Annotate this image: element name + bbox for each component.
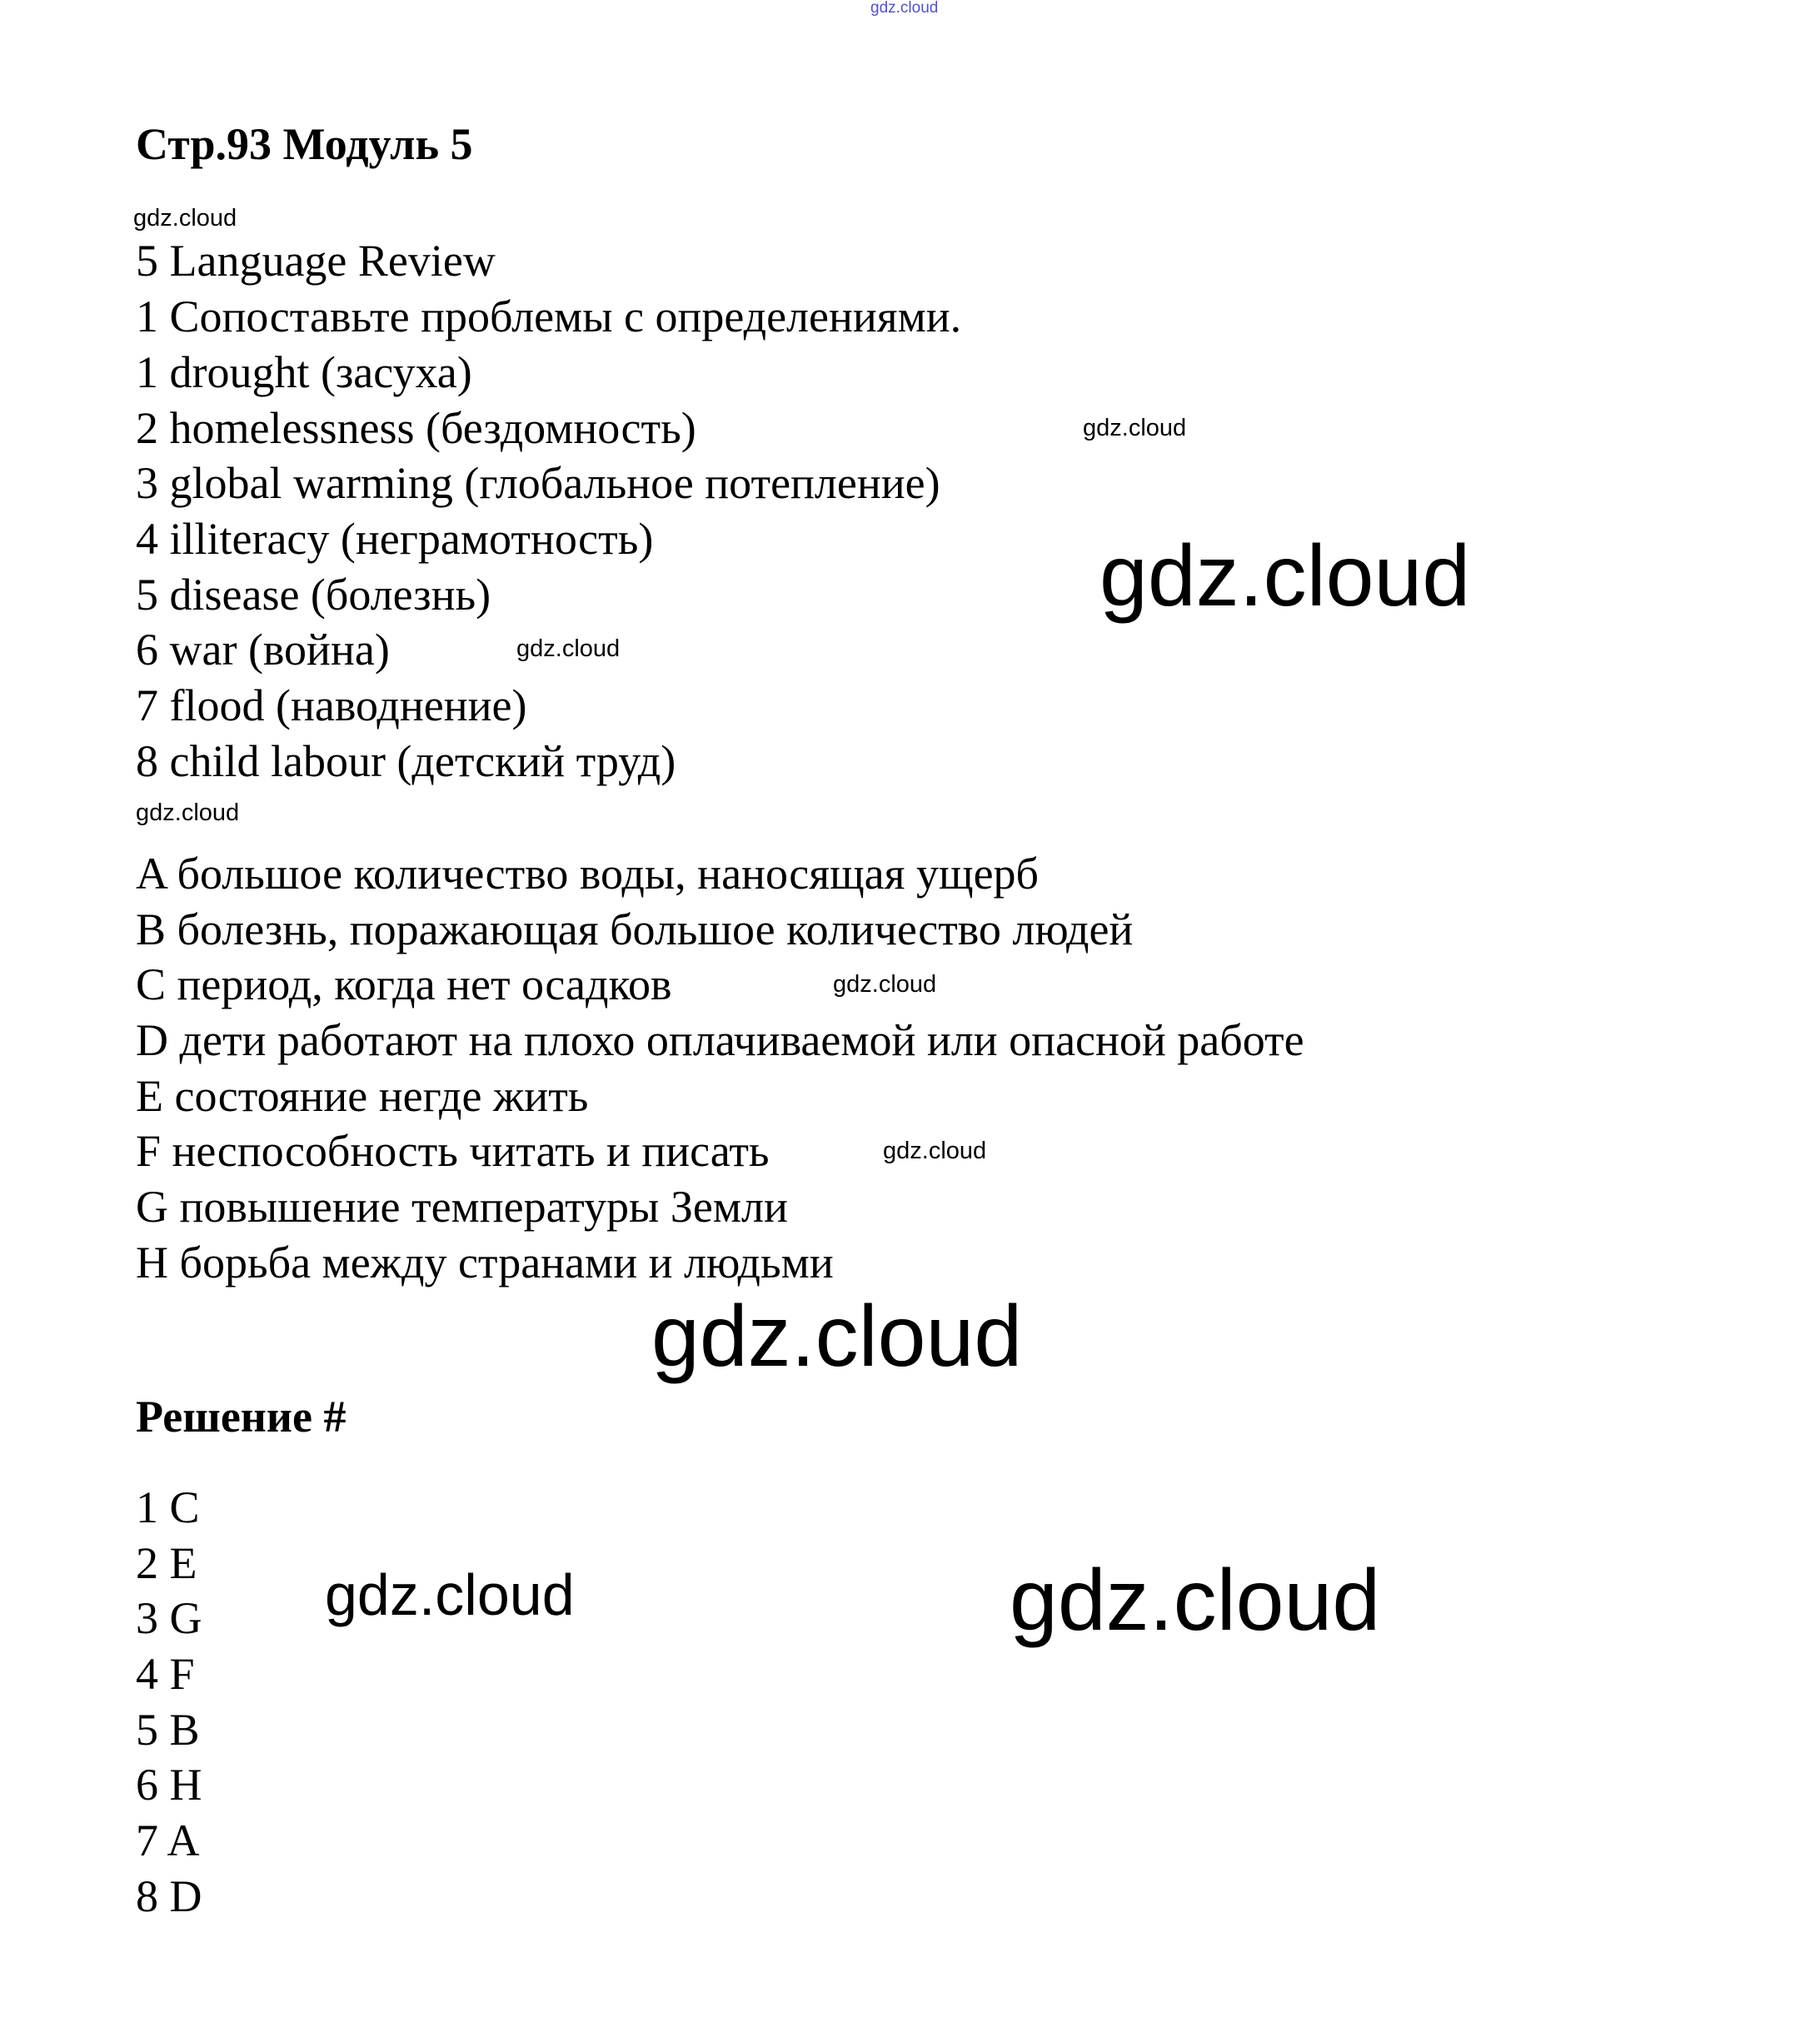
answer-item: 5 B — [136, 1705, 200, 1755]
watermark: gdz.cloud — [136, 799, 240, 826]
list-item: 7 flood (наводнение) — [136, 680, 527, 730]
watermark-medium: gdz.cloud — [325, 1562, 575, 1627]
list-item: 4 illiteracy (неграмотность) — [136, 514, 654, 564]
answer-item: 8 D — [136, 1871, 202, 1921]
watermark: gdz.cloud — [833, 971, 937, 998]
answer-item: 2 E — [136, 1538, 197, 1588]
list-item: C период, когда нет осадков — [136, 959, 672, 1009]
list-item: H борьба между странами и людьми — [136, 1238, 834, 1287]
list-item: 2 homelessness (бездомность) — [136, 403, 696, 453]
answer-item: 1 C — [136, 1482, 200, 1532]
list-item: A большое количество воды, наносящая уще… — [136, 849, 1040, 899]
section-title: 5 Language Review — [136, 236, 496, 286]
watermark-large: gdz.cloud — [1099, 528, 1471, 625]
watermark: gdz.cloud — [133, 205, 237, 232]
watermark: gdz.cloud — [883, 1138, 987, 1164]
answer-item: 6 H — [136, 1760, 202, 1810]
list-item: 6 war (война) — [136, 625, 390, 675]
solution-title: Решение # — [136, 1392, 347, 1442]
list-item: 8 child labour (детский труд) — [136, 736, 676, 786]
list-item: E состояние негде жить — [136, 1071, 589, 1121]
answer-item: 7 A — [136, 1815, 200, 1865]
page-title: Стр.93 Модуль 5 — [136, 119, 473, 169]
list-item: D дети работают на плохо оплачиваемой ил… — [136, 1015, 1304, 1065]
list-item: 1 drought (засуха) — [136, 347, 472, 397]
list-item: 3 global warming (глобальное потепление) — [136, 458, 940, 508]
watermark-top: gdz.cloud — [870, 0, 939, 17]
answer-item: 4 F — [136, 1649, 195, 1699]
list-item: F неспособность читать и писать — [136, 1126, 770, 1176]
watermark: gdz.cloud — [516, 635, 621, 662]
list-item: 5 disease (болезнь) — [136, 570, 491, 620]
watermark: gdz.cloud — [1083, 415, 1187, 441]
watermark-large: gdz.cloud — [1010, 1552, 1381, 1649]
answer-item: 3 G — [136, 1593, 202, 1643]
watermark-large: gdz.cloud — [651, 1288, 1023, 1385]
list-item: B болезнь, поражающая большое количество… — [136, 904, 1134, 954]
list-item: G повышение температуры Земли — [136, 1182, 788, 1232]
task-instruction: 1 Сопоставьте проблемы с определениями. — [136, 291, 962, 341]
